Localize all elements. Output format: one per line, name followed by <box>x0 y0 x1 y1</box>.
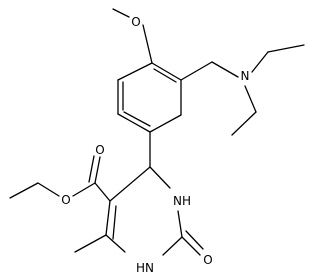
urea-carbonyl <box>181 230 204 256</box>
atom-label-nh-lower: HN <box>136 261 154 275</box>
benzene-ring <box>117 62 182 133</box>
atom-label-o-carbonyl: O <box>95 143 104 157</box>
atom-label-o-ester: O <box>61 193 70 207</box>
atom-label-o-methoxy: O <box>131 15 140 29</box>
ethyl-ester-group <box>9 155 111 202</box>
diethylaminomethyl-group <box>180 44 305 136</box>
atom-label-n-amine: N <box>241 69 250 83</box>
dihydropyrimidine-ring <box>105 166 183 256</box>
atom-label-nh-upper: NH <box>173 194 191 208</box>
atom-label-o-urea: O <box>203 253 212 267</box>
methoxy-group <box>112 8 153 64</box>
methyl-group <box>74 234 107 253</box>
